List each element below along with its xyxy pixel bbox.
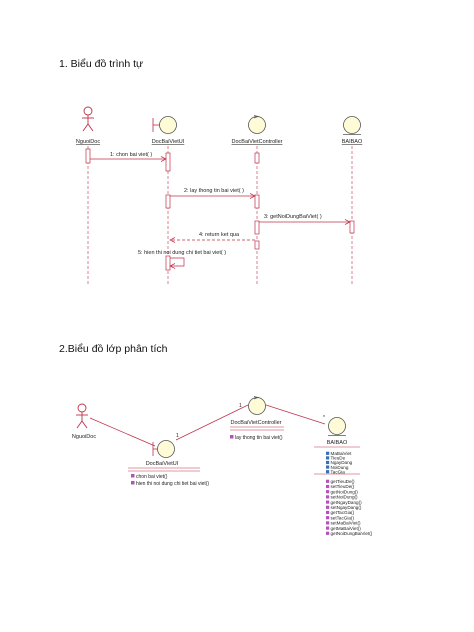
message-arrows — [90, 156, 351, 269]
entity-operation-11: getNoiDungBaiViet() — [331, 531, 373, 536]
entity-operations: getTieuDe()setTieuDe()getNoiDung()setNoi… — [326, 479, 373, 536]
entity-operation-9: setMaBaiViet() — [331, 521, 362, 526]
entity-class-compartments — [314, 446, 360, 475]
operation-icon — [326, 484, 330, 489]
message-3: 3: getNoiDungBaiViet( ) — [264, 214, 322, 220]
entity-operation-6: setNgayDang() — [331, 505, 362, 510]
operation-icon — [326, 516, 330, 520]
message-2: 2: lay thong tin bai viet( ) — [184, 188, 244, 194]
entity-operation-1: getTieuDe() — [331, 479, 356, 484]
entity-attribute-2: TieuDe — [331, 456, 346, 461]
class-diagram-heading: 2.Biểu đồ lớp phân tích — [59, 343, 168, 355]
entity-operation-3: getNoiDung() — [331, 489, 359, 494]
operation-icon — [326, 505, 330, 509]
entity-icon — [343, 116, 361, 135]
controller-class-name: DocBaiVietController — [231, 420, 282, 426]
entity-attribute-1: MaBaiViet — [331, 451, 353, 456]
operation-icon — [326, 495, 330, 499]
associations — [89, 404, 326, 447]
ui-op-2: hien thi noi dung chi tiet bai viet() — [136, 481, 209, 487]
operation-icon — [230, 435, 234, 439]
class-actor-label: NguoiDoc — [72, 434, 96, 440]
operation-icon — [326, 500, 330, 504]
entity-attribute-3: NgayDang — [331, 460, 353, 465]
entity-operation-2: setTieuDe() — [331, 484, 355, 489]
participant-label-entity: BAIBAO — [342, 139, 363, 145]
multiplicity-controller: 1 — [239, 403, 242, 409]
entity-class-name: BAIBAO — [327, 440, 348, 446]
multiplicity-ui: 1 — [176, 433, 179, 439]
entity-operation-8: setTacGia() — [331, 515, 355, 520]
entity-attribute-5: TacGia — [331, 469, 346, 474]
participant-label-controller: DocBaiVietController — [232, 139, 283, 145]
operation-icon — [131, 474, 135, 478]
operation-icon — [326, 490, 330, 494]
attribute-icon — [326, 456, 330, 460]
control-icon — [248, 115, 266, 134]
entity-operation-4: setNoiDung() — [331, 495, 359, 500]
actor-icon — [82, 106, 94, 132]
multiplicity-entity: * — [323, 415, 325, 421]
attribute-icon — [326, 460, 330, 465]
actor-icon — [76, 403, 88, 429]
sequence-diagram-heading: 1. Biểu đồ trình tự — [59, 58, 144, 70]
entity-attribute-4: NoiDung — [331, 465, 349, 470]
operation-icon — [326, 526, 330, 530]
attribute-icon — [326, 470, 330, 474]
entity-operation-10: getMaBaiViet() — [331, 526, 362, 531]
attribute-icon — [326, 451, 330, 455]
entity-icon — [328, 417, 346, 436]
controller-op-1: lay thong tin bai viet() — [235, 435, 283, 441]
ui-class-name: DocBaiVietUI — [146, 461, 179, 467]
entity-operation-7: getTacGia() — [331, 510, 355, 515]
controller-class-compartments — [230, 426, 284, 431]
boundary-icon — [152, 116, 177, 134]
attribute-icon — [326, 465, 330, 469]
participant-label-ui: DocBaiVietUI — [152, 139, 185, 145]
operation-icon — [326, 521, 330, 525]
entity-operation-5: getNgayDang() — [331, 500, 363, 505]
operation-icon — [326, 531, 330, 535]
operation-icon — [131, 481, 135, 485]
message-5: 5: hien thi noi dung chi tiet bai viet( … — [138, 250, 226, 256]
ui-class-compartments — [128, 467, 200, 472]
control-icon — [248, 396, 266, 415]
participant-label-actor: NguoiDoc — [76, 139, 100, 145]
boundary-icon — [152, 440, 175, 458]
message-4: 4: return ket qua — [199, 232, 240, 238]
operation-icon — [326, 479, 330, 483]
ui-op-1: chon bai viet() — [136, 474, 168, 480]
message-1: 1: chon bai viet( ) — [110, 152, 152, 158]
operation-icon — [326, 510, 330, 515]
activation-boxes — [85, 148, 355, 271]
